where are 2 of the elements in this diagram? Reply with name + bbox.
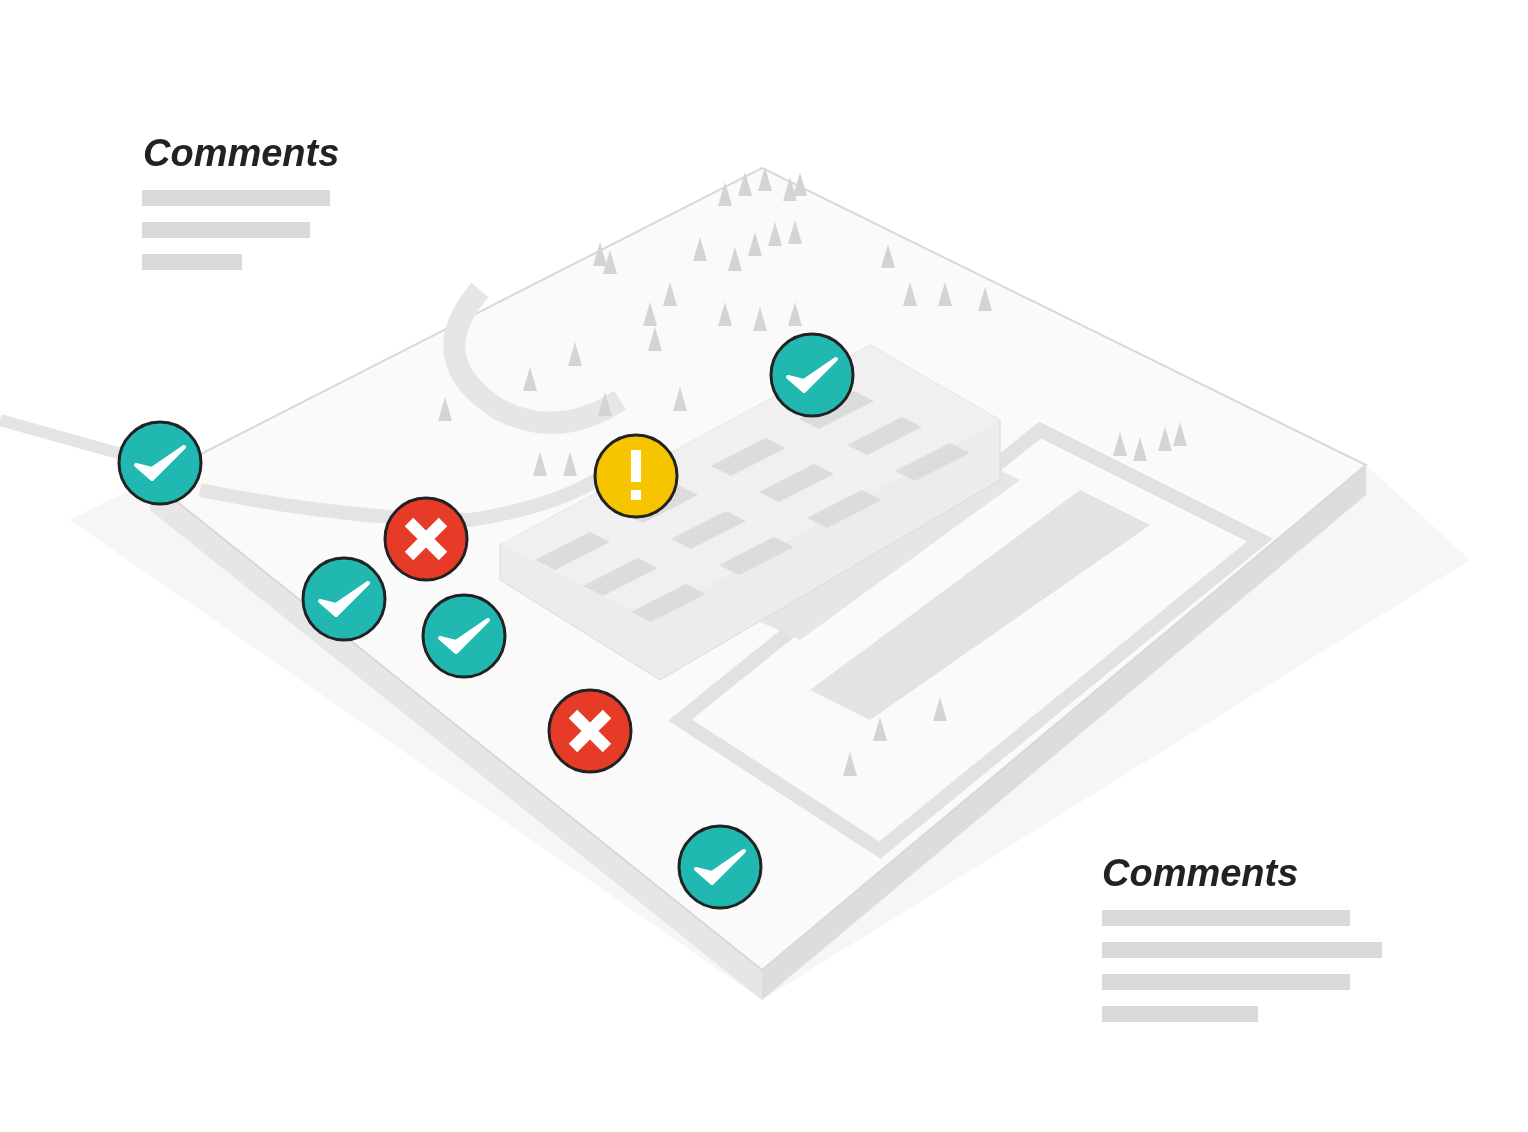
comments-heading: Comments bbox=[1102, 854, 1299, 892]
comments-heading: Comments bbox=[143, 134, 340, 172]
